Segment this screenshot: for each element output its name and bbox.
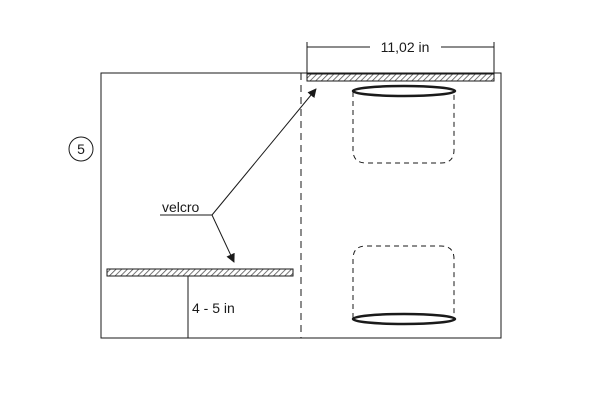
- height-dimension: 4 - 5 in: [187, 276, 235, 338]
- cylinder-bottom: [351, 245, 457, 326]
- cylinder-top-ring: [351, 84, 457, 98]
- step-badge: 5: [68, 136, 94, 162]
- velcro-arrow-up: [211, 88, 317, 216]
- velcro-strip-left: [106, 268, 294, 277]
- cylinder-bottom-ring: [351, 312, 457, 326]
- height-dimension-label: 4 - 5 in: [192, 300, 235, 316]
- velcro-strip-top: [306, 73, 495, 82]
- cylinder-bottom-body: [352, 245, 455, 318]
- velcro-callout: velcro: [160, 88, 317, 263]
- velcro-label: velcro: [162, 199, 200, 215]
- width-dimension: 11,02 in: [306, 39, 495, 73]
- velcro-arrow-down: [211, 214, 235, 263]
- cylinder-top: [351, 84, 457, 164]
- step-badge-circle: [68, 136, 94, 162]
- width-dimension-label: 11,02 in: [381, 39, 430, 55]
- step-number: 5: [77, 141, 85, 157]
- cylinder-top-body: [352, 92, 455, 164]
